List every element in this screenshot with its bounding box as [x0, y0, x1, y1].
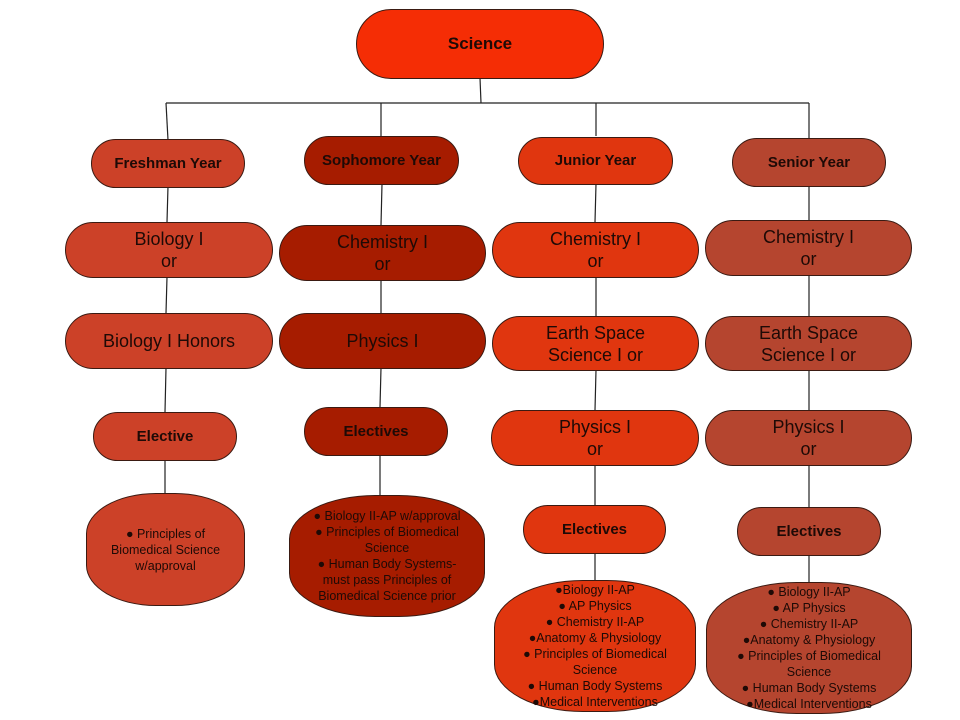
elective-item: ●Medical Interventions: [746, 697, 872, 711]
connector: [166, 185, 169, 223]
course-node: Chemistry I or: [279, 225, 486, 281]
elective-item: ● Principles of Biomedical Science: [315, 525, 459, 555]
elective-item: ● AP Physics: [558, 599, 632, 613]
elective-item: ●Medical Interventions: [532, 695, 658, 709]
elective-item: ● Human Body Systems: [527, 679, 663, 693]
elective-item: ● Biology II-AP: [767, 585, 851, 599]
electives-list: ●Biology II-AP ● AP Physics ● Chemistry …: [494, 580, 696, 712]
course-node: Earth Space Science I or: [492, 316, 699, 371]
connector: [164, 367, 167, 413]
electives-node: Electives: [523, 505, 666, 554]
elective-item: ● Human Body Systems- must pass Principl…: [317, 557, 457, 603]
electives-list: ● Biology II-AP w/approval ● Principles …: [289, 495, 485, 617]
elective-item: ●Anatomy & Physiology: [742, 633, 876, 647]
year-node-sophomore: Sophomore Year: [304, 136, 459, 185]
course-node: Physics I: [279, 313, 486, 369]
connector: [594, 183, 597, 223]
electives-node: Electives: [304, 407, 448, 456]
connector: [165, 102, 169, 141]
electives-node: Electives: [737, 507, 881, 556]
elective-item: ● Chemistry II-AP: [759, 617, 859, 631]
connector: [594, 369, 597, 411]
elective-item: ● AP Physics: [772, 601, 846, 615]
course-node: Biology I or: [65, 222, 273, 278]
year-node-junior: Junior Year: [518, 137, 673, 185]
connector: [379, 367, 382, 408]
year-node-senior: Senior Year: [732, 138, 886, 187]
course-node: Chemistry I or: [705, 220, 912, 276]
electives-list: ● Principles of Biomedical Science w/app…: [86, 493, 245, 606]
connector: [165, 276, 168, 314]
connector: [380, 183, 383, 226]
course-node: Biology I Honors: [65, 313, 273, 369]
electives-node: Elective: [93, 412, 237, 461]
course-node: Chemistry I or: [492, 222, 699, 278]
elective-item: ● Human Body Systems: [741, 681, 877, 695]
elective-item: ● Principles of Biomedical Science: [737, 649, 881, 679]
root-node-science: Science: [356, 9, 604, 79]
course-node: Physics I or: [705, 410, 912, 466]
elective-item: ●Anatomy & Physiology: [528, 631, 662, 645]
elective-item: ● Biology II-AP w/approval: [313, 509, 461, 523]
elective-item: ●Biology II-AP: [555, 583, 635, 597]
elective-item: ● Chemistry II-AP: [545, 615, 645, 629]
electives-list: ● Biology II-AP ● AP Physics ● Chemistry…: [706, 582, 912, 714]
connector: [479, 77, 482, 104]
elective-item: ● Principles of Biomedical Science w/app…: [110, 526, 221, 573]
course-node: Earth Space Science I or: [705, 316, 912, 371]
elective-item: ● Principles of Biomedical Science: [523, 647, 667, 677]
year-node-freshman: Freshman Year: [91, 139, 245, 188]
course-node: Physics I or: [491, 410, 699, 466]
